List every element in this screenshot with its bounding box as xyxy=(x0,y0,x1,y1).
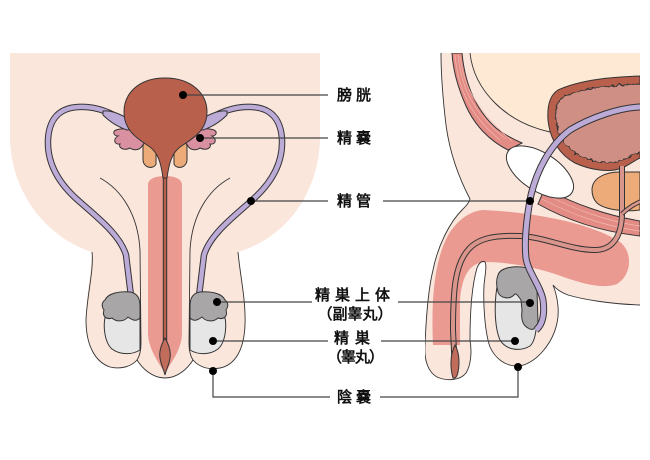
vas-deferens-marker-right xyxy=(526,197,534,205)
epididymis-alt-label: （副睾丸） xyxy=(317,305,392,323)
labels: 膀胱 精嚢 精管 精巣上体 （副睾丸） 精巣 （睾丸） 陰嚢 xyxy=(315,86,395,406)
scrotum-outline xyxy=(85,251,246,379)
right-epididymis xyxy=(189,291,229,322)
bladder xyxy=(123,77,208,179)
rectus-muscle-stripes xyxy=(454,54,513,142)
frontal-view xyxy=(10,53,320,379)
epididymis-marker-right xyxy=(526,299,534,307)
glans-urethra xyxy=(159,336,171,376)
scrotum-leader-right xyxy=(380,367,519,398)
vas-deferens-sagittal xyxy=(522,104,640,332)
sagittal-view xyxy=(425,53,640,381)
testis-marker-left xyxy=(209,337,217,345)
vas-deferens-marker-left xyxy=(247,197,255,205)
bladder-label: 膀胱 xyxy=(337,86,375,104)
urethra xyxy=(162,171,168,343)
seminal-vesicle-marker xyxy=(196,134,204,142)
scrotum-label: 陰嚢 xyxy=(337,388,375,406)
scrotum-marker-left xyxy=(209,367,217,375)
penis-corpus-sagittal xyxy=(432,210,630,345)
seminal-vesicle-label: 精嚢 xyxy=(337,129,375,147)
left-thigh-line xyxy=(99,177,142,361)
bladder-mucosa-sagittal xyxy=(555,83,640,163)
testis-marker-right xyxy=(511,337,519,345)
ejaculatory-duct-fill xyxy=(621,200,640,215)
right-vas-deferens xyxy=(196,104,285,297)
pelvic-floor-muscle xyxy=(537,187,640,237)
vas-deferens-label: 精管 xyxy=(337,192,375,210)
marker-dots xyxy=(179,91,534,375)
glans-urethra-sagittal xyxy=(450,343,460,379)
bladder-marker xyxy=(179,91,187,99)
testis-alt-label: （睾丸） xyxy=(327,348,383,366)
epididymis-marker-left xyxy=(213,298,221,306)
epididymis-label: 精巣上体 xyxy=(315,286,395,304)
right-thigh-line xyxy=(188,177,231,361)
leader-lines xyxy=(183,94,530,398)
abdominal-cavity-line xyxy=(469,53,551,133)
scrotum-leader-left xyxy=(212,371,330,398)
urethra-sagittal xyxy=(450,166,624,373)
skin-outline-sagittal xyxy=(425,53,640,381)
left-epididymis xyxy=(101,291,141,322)
pelvic-floor-stripes xyxy=(541,193,640,232)
scrotum-marker-right xyxy=(514,363,522,371)
left-vas-deferens xyxy=(45,104,134,297)
testis-label: 精巣 xyxy=(334,329,376,347)
